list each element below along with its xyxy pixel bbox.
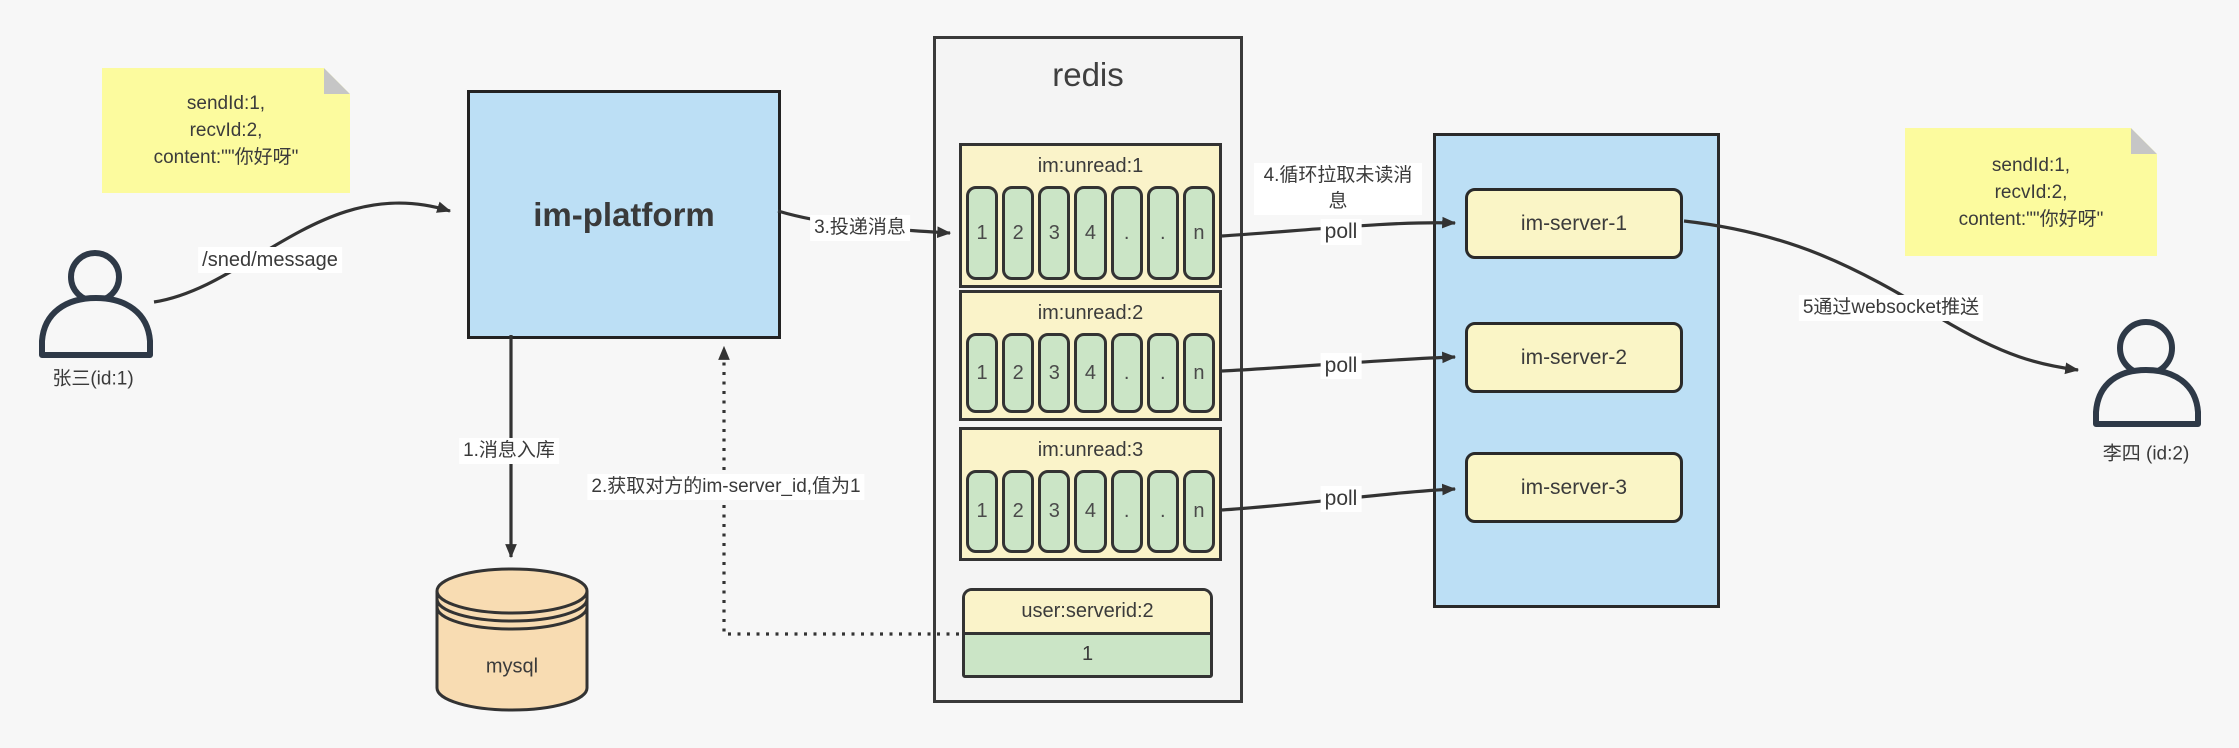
queue-im-unread-1: im:unread:1 1 2 3 4 . . n [959,143,1222,288]
queue-name: im:unread:3 [1037,438,1144,461]
note-line: content:""你好呀" [153,147,299,168]
db-body [435,591,589,712]
edge-lookup-label: 2.获取对方的im-server_id,值为1 [587,474,865,500]
queue-cell: . [1110,470,1143,553]
edge-store-label: 1.消息入库 [459,438,559,464]
edge-poll-1-label: poll [1320,219,1362,245]
im-server-1-box: im-server-1 [1465,188,1683,259]
queue-cell: 1 [966,470,999,553]
queue-cell: . [1110,333,1143,413]
redis-title: redis [1052,56,1124,93]
queue-cell: . [1146,470,1179,553]
queue-cell: 3 [1038,470,1071,553]
database-icon [435,567,589,712]
person-head [68,250,122,304]
im-platform-label: im-platform [533,195,715,233]
edge-push-label: 5通过websocket推送 [1798,295,1984,321]
edge-send-label: /sned/message [198,247,342,273]
person-body [2093,367,2201,427]
db-top [435,567,589,615]
im-server-3-box: im-server-3 [1465,452,1683,523]
queue-cell: n [1182,470,1215,553]
note-line: recvId:2, [1994,181,2068,203]
kv-value: 1 [965,634,1210,675]
queue-cell: 3 [1038,186,1071,280]
im-server-3-label: im-server-3 [1520,475,1628,499]
sticky-note-right: sendId:1, recvId:2, content:""你好呀" [1905,128,2157,256]
queue-im-unread-2: im:unread:2 1 2 3 4 . . n [959,290,1222,421]
db-ring [435,598,589,623]
queue-cell: 2 [1002,186,1035,280]
edge-deliver-label: 3.投递消息 [810,215,910,241]
queue-cell: 4 [1074,333,1107,413]
queue-cell: 2 [1002,333,1035,413]
note-fold-icon [2131,128,2157,154]
note-fold-icon [324,68,350,94]
queue-cell: . [1146,186,1179,280]
queue-name: im:unread:2 [1037,301,1144,324]
kv-key: user:serverid:2 [965,591,1210,635]
sender-label: 张三(id:1) [52,368,134,390]
edge-pull-label: 4.循环拉取未读消息 [1254,163,1422,215]
queue-cell: 3 [1038,333,1071,413]
queue-im-unread-3: im:unread:3 1 2 3 4 . . n [959,427,1222,561]
kv-user-serverid: user:serverid:2 1 [962,588,1213,678]
im-server-2-box: im-server-2 [1465,322,1683,393]
queue-cells: 1 2 3 4 . . n [962,186,1219,285]
queue-cells: 1 2 3 4 . . n [962,333,1219,418]
note-line: sendId:1, [1991,154,2071,176]
receiver-label: 李四 (id:2) [2102,443,2190,465]
db-ring [435,606,589,631]
mysql-label: mysql [485,655,539,678]
queue-cell: n [1182,333,1215,413]
user-icon-receiver [2093,319,2201,427]
queue-cell: 1 [966,333,999,413]
queue-cells: 1 2 3 4 . . n [962,470,1219,558]
im-platform-box: im-platform [467,90,781,339]
queue-cell: 1 [966,186,999,280]
queue-cell: . [1110,186,1143,280]
queue-cell: 4 [1074,186,1107,280]
queue-cell: 2 [1002,470,1035,553]
im-server-1-label: im-server-1 [1520,211,1628,235]
person-head [2117,319,2175,377]
edge-poll-2-label: poll [1320,353,1362,379]
note-line: content:""你好呀" [1958,208,2104,230]
person-body [39,295,153,358]
queue-cell: 4 [1074,470,1107,553]
edge-poll-3-label: poll [1320,486,1362,512]
note-line: sendId:1, [186,93,266,114]
im-server-2-label: im-server-2 [1520,345,1628,369]
user-icon-sender [39,250,153,358]
queue-cell: n [1182,186,1215,280]
queue-cell: . [1146,333,1179,413]
sticky-note-left: sendId:1, recvId:2, content:""你好呀" [102,68,350,193]
note-line: recvId:2, [189,120,263,141]
queue-name: im:unread:1 [1037,154,1144,177]
